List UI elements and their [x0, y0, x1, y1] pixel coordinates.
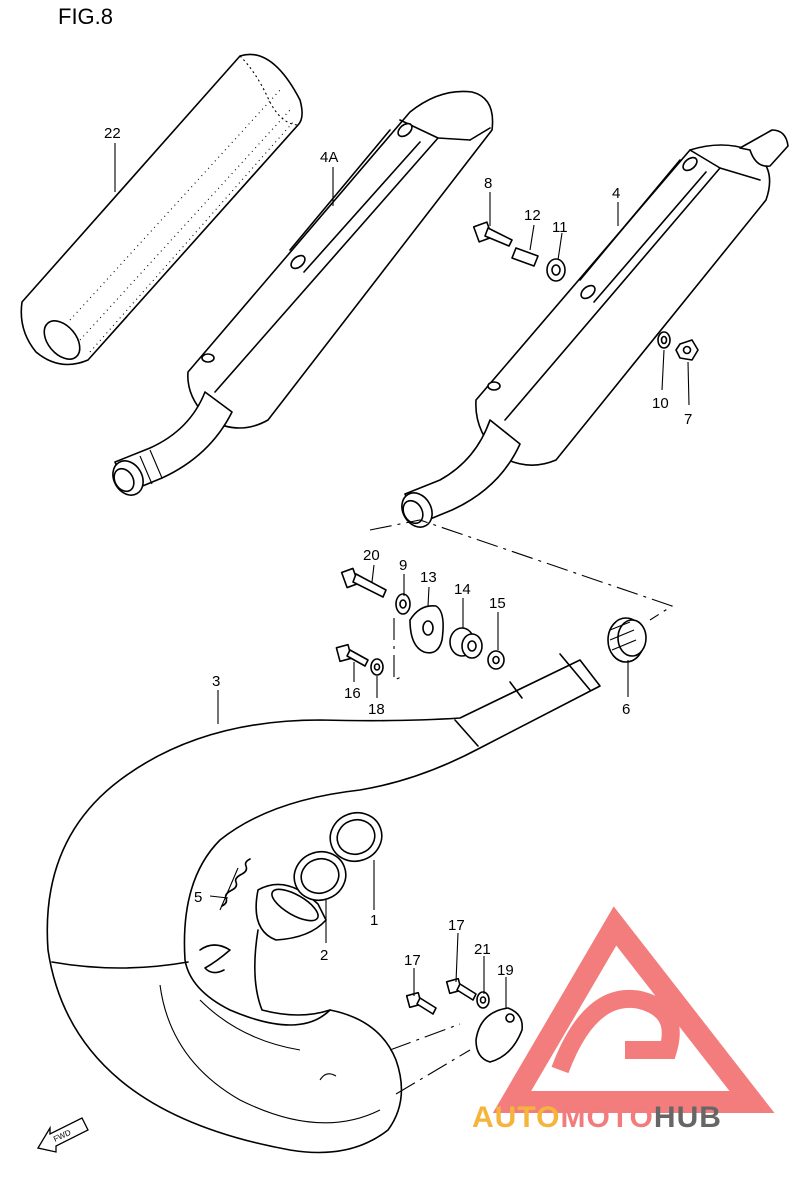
watermark-g-shape — [551, 989, 680, 1074]
reference-line-upper — [369, 519, 674, 621]
label-part-17-right: 17 — [448, 917, 465, 934]
figure-title: FIG.8 — [58, 4, 114, 29]
part-19-cover — [475, 1007, 524, 1063]
part-17-bolt-right — [445, 977, 477, 1001]
label-part-6: 6 — [622, 701, 630, 718]
part-labels: 22 4A 8 12 11 4 10 7 20 9 13 14 15 16 18… — [104, 125, 692, 979]
part-9-washer — [395, 593, 411, 615]
label-part-14: 14 — [454, 581, 471, 598]
part-18-washer — [370, 658, 384, 676]
part-1-gasket — [329, 811, 383, 863]
part-17-bolt-left — [405, 991, 437, 1015]
label-part-10: 10 — [652, 395, 669, 412]
part-14-damper — [449, 627, 483, 659]
label-part-8: 8 — [484, 175, 492, 192]
label-part-1: 1 — [370, 912, 378, 929]
part-5-spring — [219, 858, 251, 911]
watermark-text-hub: HUB — [654, 1101, 722, 1134]
watermark-text: AUTOMOTOHUB — [472, 1101, 722, 1134]
label-part-7: 7 — [684, 411, 692, 428]
part-8-bolt — [472, 221, 513, 247]
watermark-text-moto: MOTO — [560, 1101, 653, 1134]
part-13-bracket — [409, 604, 444, 654]
part-4A-silencer — [112, 90, 494, 496]
part-11-grommet — [546, 258, 566, 282]
part-16-bolt — [335, 643, 369, 667]
part-6-spring-gasket — [607, 617, 647, 663]
label-part-17-left: 17 — [404, 952, 421, 969]
label-part-4: 4 — [612, 185, 620, 202]
label-part-3: 3 — [212, 673, 220, 690]
part-12-collar — [511, 247, 539, 267]
label-part-2: 2 — [320, 947, 328, 964]
label-part-9: 9 — [399, 557, 407, 574]
reference-line-bottom — [389, 1023, 471, 1095]
reference-line-lower — [393, 618, 405, 681]
part-7-nut — [675, 339, 699, 361]
label-part-12: 12 — [524, 207, 541, 224]
label-part-20: 20 — [363, 547, 380, 564]
part-2-gasket — [293, 850, 347, 902]
label-part-4A: 4A — [320, 149, 338, 166]
watermark-logo — [492, 906, 775, 1113]
label-part-19: 19 — [497, 962, 514, 979]
label-part-16: 16 — [344, 685, 361, 702]
part-10-washer — [657, 331, 671, 349]
label-part-21: 21 — [474, 941, 491, 958]
label-part-13: 13 — [420, 569, 437, 586]
label-part-5: 5 — [194, 889, 202, 906]
part-22-muffler-packing — [20, 53, 303, 366]
part-15-collar — [487, 650, 505, 670]
part-20-bolt — [340, 567, 387, 598]
watermark-text-auto: AUTO — [472, 1101, 560, 1134]
watermark-triangle — [492, 906, 775, 1113]
label-part-15: 15 — [489, 595, 506, 612]
part-4-silencer — [401, 129, 789, 528]
part-21-washer — [476, 991, 490, 1009]
label-part-22: 22 — [104, 125, 121, 142]
label-part-11: 11 — [552, 219, 568, 236]
label-part-18: 18 — [368, 701, 385, 718]
fwd-arrow-badge: FWD — [36, 1117, 89, 1153]
leader-lines — [114, 143, 690, 1008]
